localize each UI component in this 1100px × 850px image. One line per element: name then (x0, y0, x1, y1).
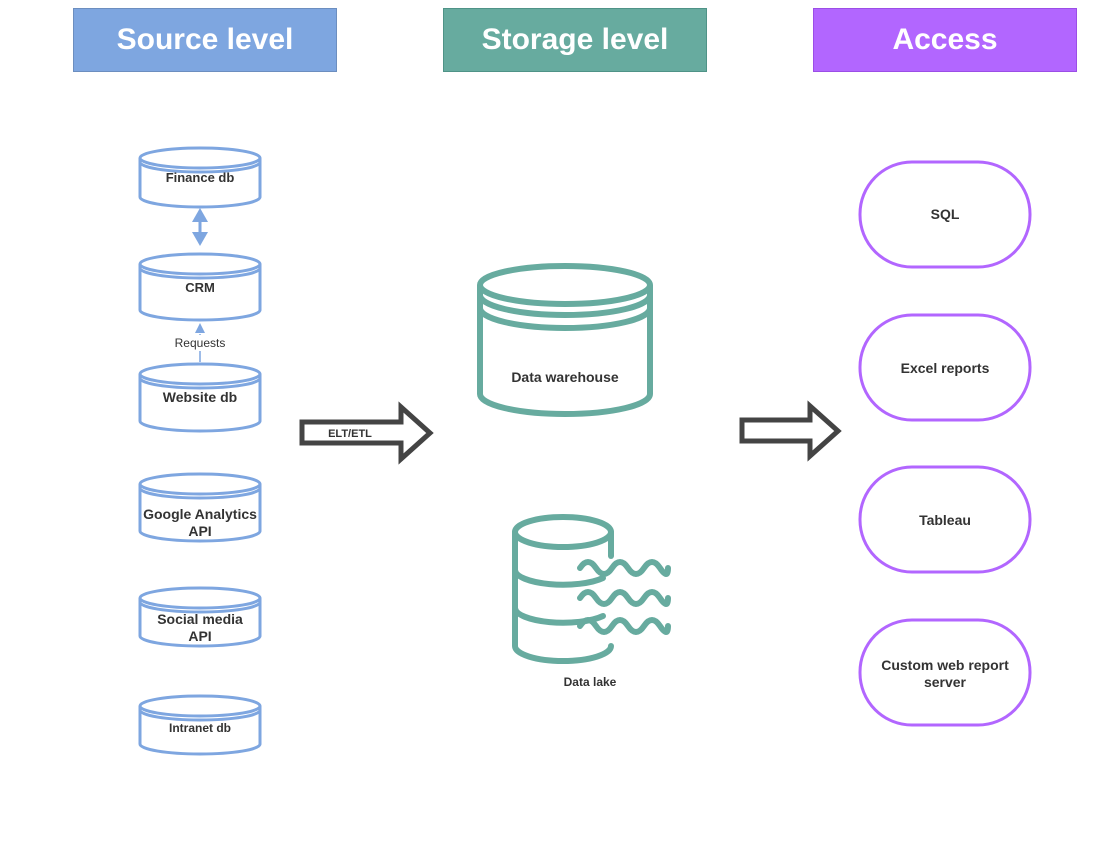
header-storage-level: Storage level (443, 8, 707, 72)
custom-web-report-label-line1: Custom web report (881, 657, 1009, 673)
excel-reports-pill[interactable] (858, 313, 1032, 422)
excel-reports-label: Excel reports (901, 360, 990, 376)
social-media-label-line2: API (188, 628, 211, 644)
custom-web-report-server-pill[interactable] (858, 618, 1032, 727)
website-db-label: Website db (163, 389, 237, 405)
finance-crm-sync-arrow (192, 208, 208, 246)
tableau-pill[interactable] (858, 465, 1032, 574)
custom-web-report-label-line2: server (924, 674, 967, 690)
website-db-cylinder[interactable] (138, 362, 262, 433)
data-lake-icon[interactable] (512, 514, 671, 664)
google-analytics-label-line2: API (188, 523, 211, 539)
header-access: Access (813, 8, 1077, 72)
social-media-api-cylinder[interactable] (138, 586, 262, 648)
tableau-label: Tableau (919, 512, 971, 528)
crm-label: CRM (185, 280, 215, 295)
intranet-db-cylinder[interactable] (138, 694, 262, 756)
data-lake-label: Data lake (564, 675, 617, 689)
elt-etl-arrow (299, 401, 434, 465)
google-analytics-api-cylinder[interactable] (138, 472, 262, 543)
access-arrow (739, 400, 842, 462)
intranet-db-label: Intranet db (169, 721, 231, 735)
requests-label: Requests (175, 336, 226, 350)
social-media-label-line1: Social media (157, 611, 243, 627)
sql-pill[interactable] (858, 160, 1032, 269)
data-warehouse-label: Data warehouse (511, 369, 619, 385)
sql-label: SQL (931, 206, 960, 222)
elt-etl-label: ELT/ETL (328, 428, 372, 440)
google-analytics-label-line1: Google Analytics (143, 506, 257, 522)
finance-db-cylinder[interactable] (138, 146, 262, 209)
data-warehouse-icon[interactable] (477, 263, 653, 417)
finance-db-label: Finance db (166, 170, 235, 185)
website-crm-request-arrow (172, 323, 228, 362)
crm-cylinder[interactable] (138, 252, 262, 322)
header-source-level: Source level (73, 8, 337, 72)
